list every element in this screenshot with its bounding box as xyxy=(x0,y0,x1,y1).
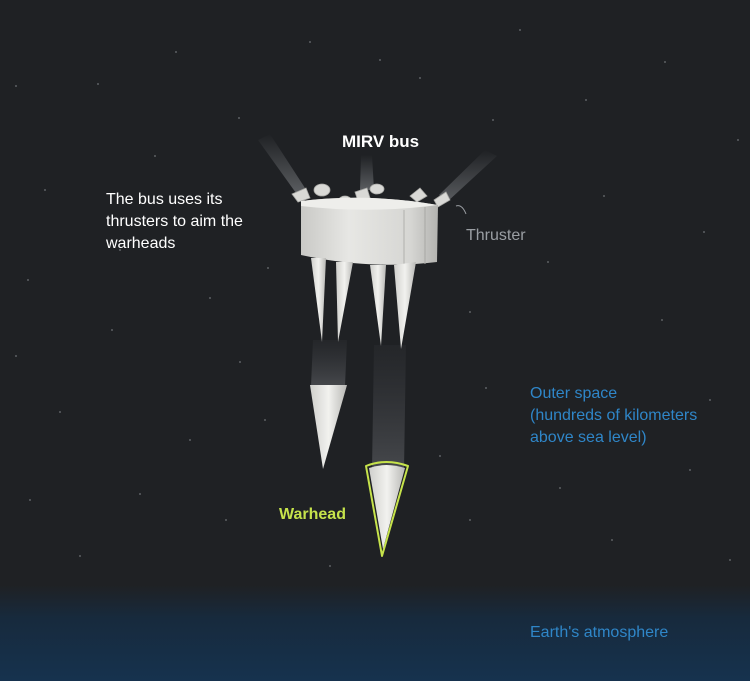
thruster-label: Thruster xyxy=(466,227,526,244)
atmosphere-band xyxy=(0,585,750,681)
mirv-bus-label: MIRV bus xyxy=(342,132,420,151)
released-warhead xyxy=(310,385,347,469)
bus-note: The bus uses its thrusters to aim the wa… xyxy=(106,189,306,255)
thruster-plumes xyxy=(258,134,497,202)
bus-note-line: thrusters to aim the xyxy=(106,213,243,230)
thruster-icon xyxy=(291,183,451,208)
atmosphere-label: Earth's atmosphere xyxy=(530,624,669,641)
warhead-label: Warhead xyxy=(279,506,346,523)
outer-space-line: (hundreds of kilometers xyxy=(530,407,698,424)
warhead-icon xyxy=(365,461,409,557)
outer-space-note: Outer space (hundreds of kilometers abov… xyxy=(530,383,745,449)
outer-space-line: Outer space xyxy=(530,385,618,402)
outer-space-line: above sea level) xyxy=(530,429,647,446)
bus-note-line: The bus uses its xyxy=(106,191,223,208)
bus-note-line: warheads xyxy=(106,235,176,252)
warhead-trails xyxy=(311,340,406,470)
thruster-pointer xyxy=(455,205,467,215)
mirv-bus-icon xyxy=(291,183,451,349)
stars xyxy=(15,29,739,567)
